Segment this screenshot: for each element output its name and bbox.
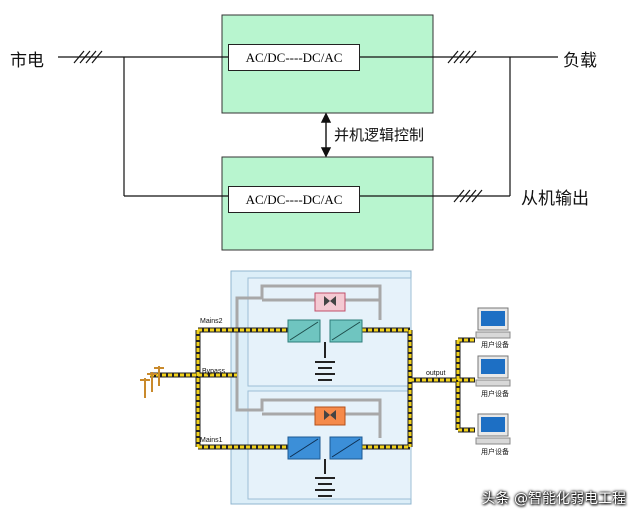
computer-icon-2 [475,355,511,387]
load-label: 负载 [563,51,597,71]
mains-label: 市电 [10,51,44,71]
slave-output-hash-marks [453,189,483,203]
device-label-3: 用户设备 [481,449,509,456]
power-cables [150,327,475,450]
lower-inverter [329,436,363,460]
parallel-control-label: 并机逻辑控制 [334,126,425,144]
computer-icon-3 [475,413,511,445]
mains-hash-marks [73,50,103,64]
load-hash-marks [447,50,477,64]
lower-battery [315,459,335,497]
upper-inverter [329,319,363,343]
upper-converter-label: AC/DC----DC/AC [245,49,343,65]
device-label-2: 用户设备 [481,391,509,398]
device-label-1: 用户设备 [481,342,509,349]
lower-rectifier [287,436,321,460]
bypass-label: Bypass [202,368,225,375]
upper-bypass-switch [314,292,346,312]
upper-rectifier [287,319,321,343]
lower-converter-box: AC/DC----DC/AC [228,186,360,213]
watermark: 头条 @智能化弱电工程 [481,491,626,507]
computer-icon-1 [475,307,511,339]
upper-converter-box: AC/DC----DC/AC [228,44,360,71]
lower-converter-label: AC/DC----DC/AC [245,191,343,207]
parallel-control-arrow [320,112,332,158]
mains2-label: Mains2 [200,318,223,325]
output-label: output [426,370,446,377]
upper-battery [315,342,335,381]
bypass-paths [235,284,382,438]
utility-poles [140,366,164,398]
lower-bypass-switch [314,406,346,426]
mains1-label: Mains1 [200,437,223,444]
slave-output-label: 从机输出 [521,189,589,209]
